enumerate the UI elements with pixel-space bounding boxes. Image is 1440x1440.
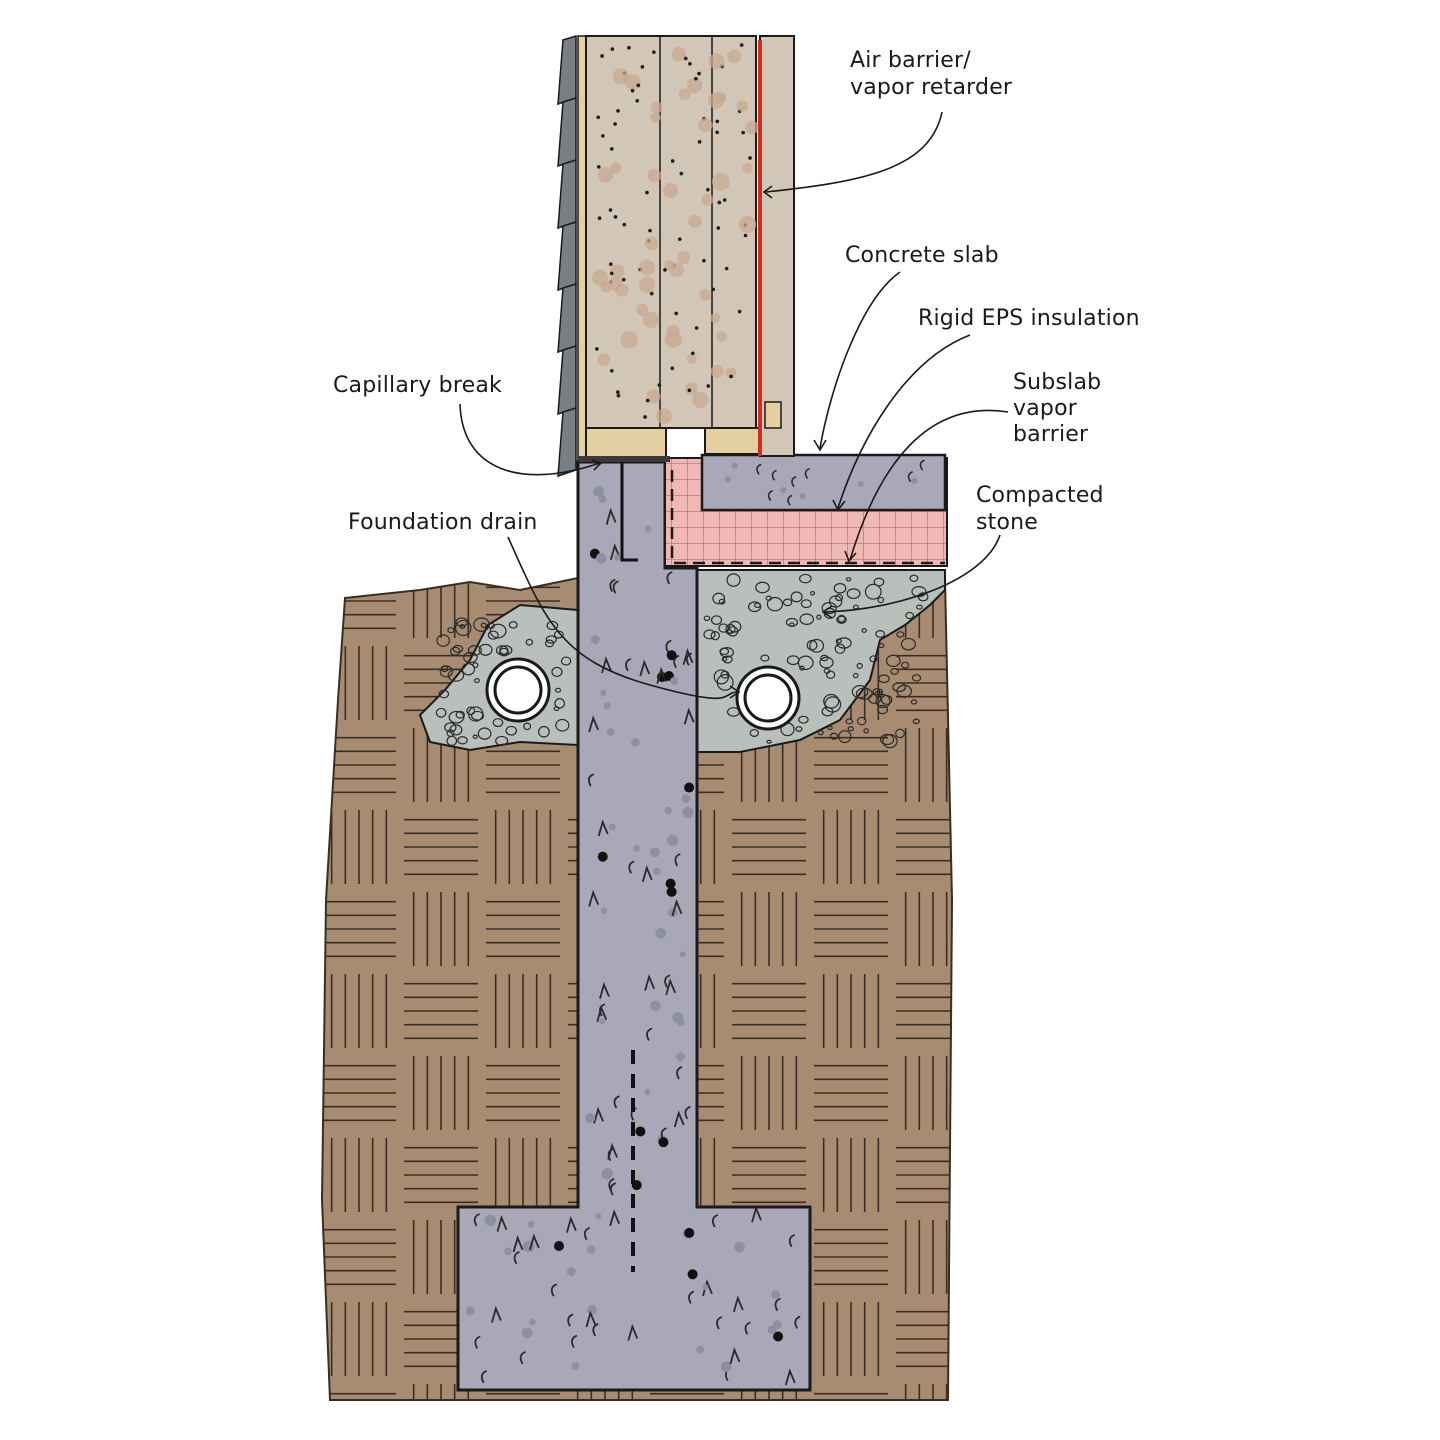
leader-capillary-break [459, 403, 601, 476]
label-foundation-drain: Foundation drain [348, 510, 538, 535]
callout-labels: Air barrier/ vapor retarder Concrete sla… [333, 48, 1140, 535]
bottom-plate [704, 427, 761, 455]
concrete-slab [700, 453, 947, 512]
slab-aggregate [724, 459, 925, 506]
arrowhead [729, 685, 741, 699]
leader-lines [459, 111, 1009, 700]
label-compacted-stone: Compacted stone [976, 483, 1111, 535]
exterior-sheathing [577, 35, 587, 462]
gravel-pebbles [435, 573, 929, 749]
label-subslab-vapor-barrier: Subslab vapor barrier [1013, 370, 1109, 447]
capillary-break [578, 456, 670, 462]
foundation-drain-pipes [485, 657, 801, 731]
arrowhead [813, 439, 827, 452]
wall-cavity-insulation [585, 35, 757, 429]
arrowhead [844, 550, 857, 563]
sill-plate [585, 427, 667, 459]
arrowhead [762, 185, 773, 199]
concrete-aggregate [465, 484, 801, 1386]
drain-pipe-inner [735, 665, 801, 731]
leader-subslab-vapor [849, 409, 1009, 561]
label-capillary-break: Capillary break [333, 373, 502, 398]
leader-air-barrier [765, 111, 943, 193]
label-concrete-slab: Concrete slab [845, 243, 999, 268]
arrowhead [832, 499, 846, 512]
wall-assembly [557, 34, 795, 478]
leader-foundation-drain [507, 536, 739, 700]
interior-drywall [759, 35, 795, 457]
slab-assembly [664, 453, 948, 567]
wall-insulation-speckle [591, 43, 759, 425]
subslab-vapor-barrier [670, 470, 945, 565]
interior-plate [764, 401, 782, 429]
label-air-barrier: Air barrier/ vapor retarder [850, 48, 1013, 100]
label-rigid-eps: Rigid EPS insulation [918, 306, 1140, 331]
concrete-foundation [456, 420, 812, 1392]
arrowhead [821, 605, 833, 619]
arrowhead [591, 459, 603, 471]
leader-rigid-eps [837, 334, 971, 509]
exterior-siding [557, 34, 577, 478]
leader-compacted-stone [823, 534, 1001, 613]
drain-pipe-outer [485, 657, 551, 723]
leader-concrete-slab [819, 271, 901, 449]
